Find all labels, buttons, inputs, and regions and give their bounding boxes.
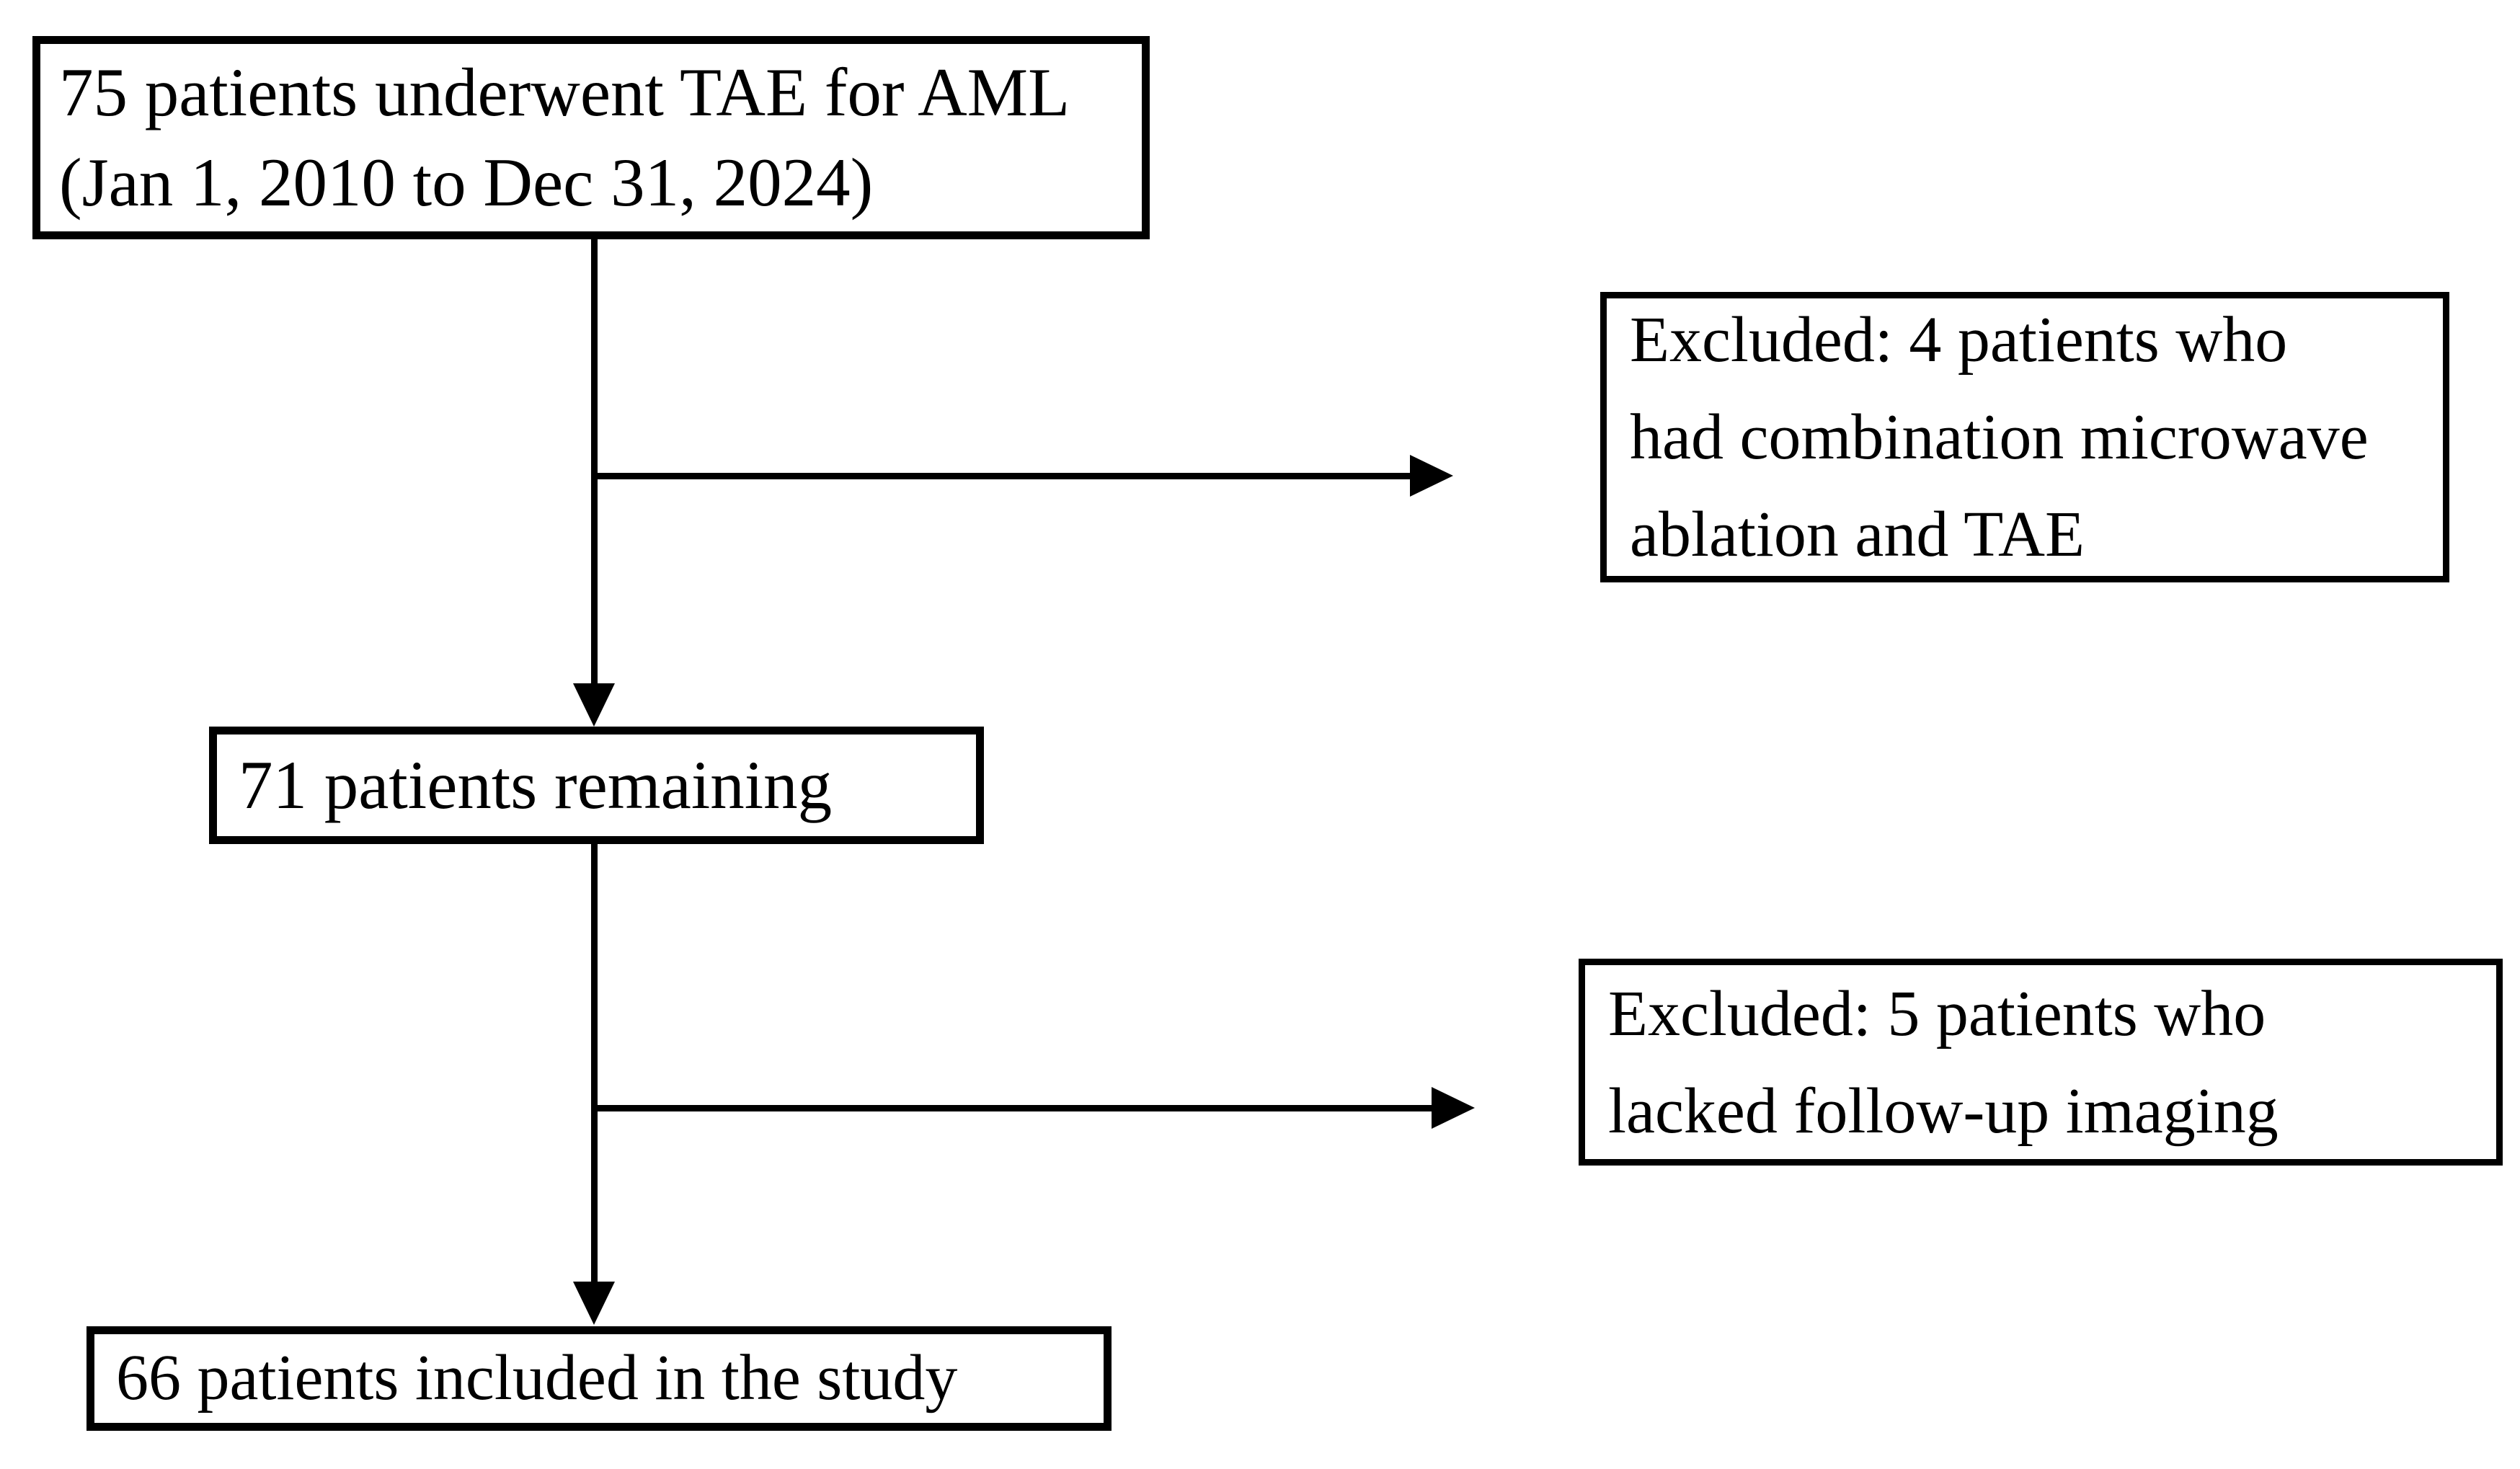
connector-branch-2: [591, 1105, 1436, 1111]
node-included-label: 66 patients included in the study: [116, 1342, 958, 1414]
node-remaining: 71 patients remaining: [209, 727, 984, 844]
node-included: 66 patients included in the study: [86, 1326, 1112, 1431]
node-excluded-2-label: Excluded: 5 patients who lacked follow-u…: [1608, 977, 2279, 1147]
node-enrolled-label: 75 patients underwent TAE for AML (Jan 1…: [59, 53, 1070, 221]
arrow-right-2-icon: [1432, 1087, 1475, 1129]
node-excluded-2: Excluded: 5 patients who lacked follow-u…: [1579, 959, 2503, 1166]
node-excluded-1: Excluded: 4 patients who had combination…: [1600, 292, 2449, 582]
node-enrolled: 75 patients underwent TAE for AML (Jan 1…: [32, 36, 1150, 239]
arrow-down-1-icon: [573, 683, 615, 727]
connector-trunk-2: [591, 843, 598, 1285]
connector-branch-1: [591, 473, 1414, 479]
arrow-right-1-icon: [1410, 455, 1453, 497]
connector-trunk-1: [591, 238, 598, 688]
node-remaining-label: 71 patients remaining: [239, 746, 833, 823]
node-excluded-1-label: Excluded: 4 patients who had combination…: [1630, 304, 2369, 570]
arrow-down-2-icon: [573, 1282, 615, 1325]
